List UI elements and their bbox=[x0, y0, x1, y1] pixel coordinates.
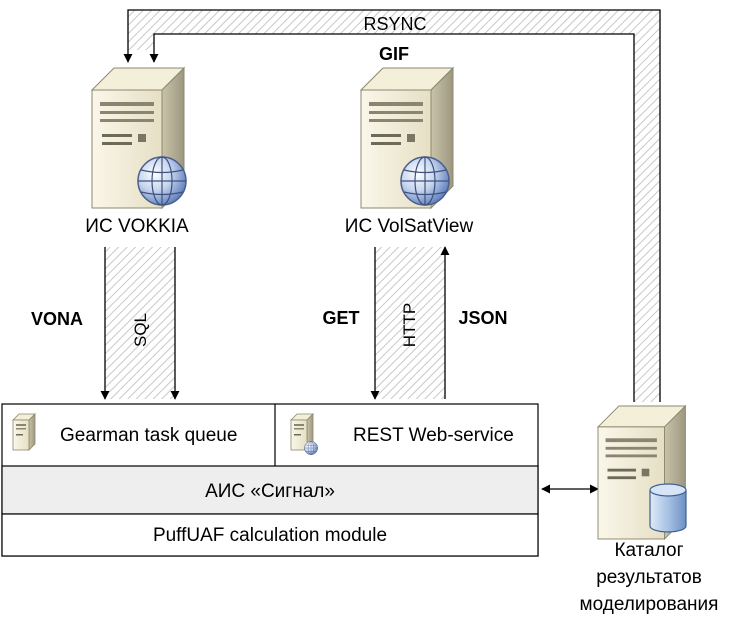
catalog-line2: результатов bbox=[596, 567, 702, 588]
sql-channel bbox=[105, 247, 175, 399]
rsync-label: RSYNC bbox=[363, 14, 426, 34]
server-globe-icon bbox=[91, 67, 187, 209]
rest-label: REST Web-service bbox=[353, 425, 514, 446]
catalog-line1: Каталог bbox=[614, 540, 683, 561]
sql-label: SQL bbox=[131, 313, 150, 347]
http-channel bbox=[375, 247, 445, 399]
volsatview-label: ИС VolSatView bbox=[345, 216, 474, 237]
rsync-arrow bbox=[123, 9, 661, 402]
server-globe-icon bbox=[360, 67, 454, 209]
puff-label: PuffUAF calculation module bbox=[153, 525, 387, 546]
gearman-label: Gearman task queue bbox=[60, 425, 237, 446]
ais-label: АИС «Сигнал» bbox=[205, 481, 335, 502]
server-database-icon bbox=[597, 405, 687, 540]
ais-system-block bbox=[1, 403, 539, 557]
get-label: GET bbox=[322, 308, 359, 328]
vona-label: VONA bbox=[31, 309, 83, 329]
server-icon bbox=[12, 413, 36, 451]
catalog-line3: моделирования bbox=[580, 594, 719, 615]
gif-label: GIF bbox=[379, 44, 409, 64]
http-label: HTTP bbox=[400, 303, 419, 347]
gif-arrow bbox=[149, 33, 635, 402]
json-label: JSON bbox=[458, 308, 507, 328]
vokkia-label: ИС VOKKIA bbox=[85, 216, 189, 237]
